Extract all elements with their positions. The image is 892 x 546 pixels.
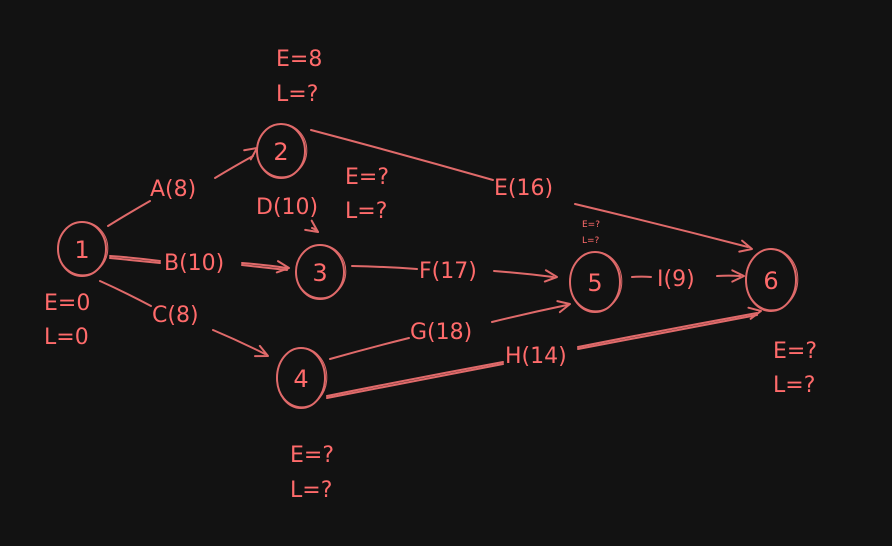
arrowhead-icon (747, 306, 762, 320)
edge-1-3-segment (241, 264, 288, 271)
arrowhead-icon (275, 260, 290, 274)
node-label: 1 (74, 236, 89, 264)
node-4: 4 (276, 347, 328, 409)
node-label: 2 (273, 138, 288, 166)
edge-1-3-segment (109, 257, 161, 264)
nodes-layer: 1 2 3 4 5 6 (57, 123, 799, 409)
node-circle-outline (256, 123, 308, 178)
edge-3-5 (351, 265, 558, 283)
edge-label: H(14) (505, 344, 567, 369)
node-5: 5 (569, 251, 623, 313)
earliest-time-label: E=? (582, 220, 600, 230)
node-label: 3 (312, 259, 327, 287)
arrowhead-icon (243, 147, 258, 161)
node-circle-outline (569, 251, 623, 312)
edge-label: F(17) (419, 259, 477, 284)
node-circle-outline (57, 221, 109, 276)
edge-2-3 (304, 219, 319, 233)
edge-4-6-segment (577, 312, 758, 348)
earliest-time-label: E=? (290, 443, 334, 468)
edge-1-2-segment (107, 200, 151, 227)
labels-layer: A(8) B(10) C(8) D(10) E(16) F(17) G(18) H(14) I(… (44, 47, 817, 503)
edge-4-6 (326, 306, 762, 399)
edge-4-5-segment (329, 337, 410, 360)
edge-2-6-segment (310, 129, 494, 181)
edge-1-3-segment (241, 262, 288, 269)
node-circle-outline (295, 244, 347, 299)
edge-label: I(9) (657, 267, 695, 292)
edge-4-5-segment (491, 304, 568, 323)
latest-time-label: L=? (582, 236, 600, 246)
edge-4-6-segment (577, 314, 758, 350)
node-label: 5 (587, 269, 602, 297)
edge-1-3-segment (109, 255, 161, 262)
node-circle-outline (276, 347, 328, 408)
latest-time-label: L=0 (44, 325, 89, 350)
earliest-time-label: E=? (773, 339, 817, 364)
latest-time-label: L=? (345, 199, 387, 224)
earliest-time-label: E=8 (276, 47, 322, 72)
edge-label: B(10) (164, 251, 224, 276)
edge-3-5-segment (351, 265, 418, 270)
edge-label: C(8) (152, 303, 199, 328)
edge-4-5 (329, 300, 571, 360)
earliest-time-label: E=? (345, 165, 389, 190)
earliest-time-label: E=0 (44, 291, 90, 316)
node-label: 4 (293, 365, 308, 393)
edge-1-3 (109, 255, 290, 274)
edge-label: E(16) (494, 176, 553, 201)
edge-2-6-segment (574, 203, 749, 248)
edge-label: A(8) (150, 177, 196, 202)
arrowhead-icon (731, 269, 745, 283)
arrowhead-icon (738, 239, 753, 253)
node-label: 6 (763, 267, 778, 295)
latest-time-label: L=? (276, 82, 318, 107)
edge-4-6-segment (326, 363, 504, 399)
edge-label: D(10) (256, 195, 318, 220)
edges-layer (99, 129, 762, 399)
node-6: 6 (745, 248, 799, 312)
node-circle-outline (745, 248, 799, 311)
arrowhead-icon (556, 300, 571, 314)
edge-5-6 (631, 269, 745, 283)
edge-1-4-segment (212, 329, 266, 355)
latest-time-label: L=? (773, 373, 815, 398)
edge-1-4-segment (99, 280, 152, 307)
arrowhead-icon (304, 219, 319, 233)
edge-3-5-segment (493, 270, 554, 278)
node-1: 1 (57, 221, 109, 277)
latest-time-label: L=? (290, 478, 332, 503)
edge-label: G(18) (410, 320, 472, 345)
node-3: 3 (295, 244, 347, 300)
node-2: 2 (256, 123, 308, 179)
edge-1-4 (99, 280, 269, 358)
arrowhead-icon (543, 269, 558, 283)
edge-1-2-segment (214, 155, 254, 179)
arrowhead-icon (254, 344, 269, 358)
edge-4-6-segment (326, 361, 504, 397)
edge-2-6 (310, 129, 753, 253)
